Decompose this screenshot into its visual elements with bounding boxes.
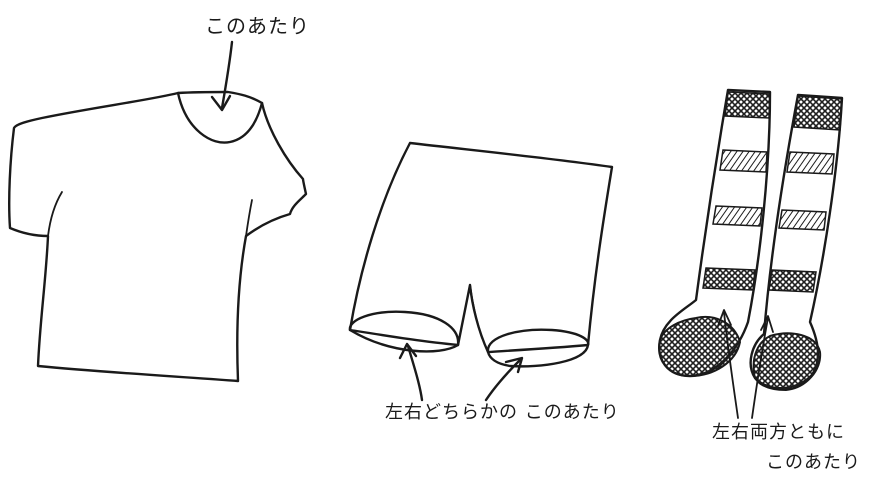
t-shirt-outline <box>8 90 308 383</box>
shorts-right-arrow <box>484 358 522 402</box>
socks-label-line-2: このあたり <box>766 452 861 473</box>
shirt-arrow <box>220 40 234 110</box>
right-sock-stripe-1 <box>793 95 843 131</box>
shorts-right-hem <box>486 328 590 368</box>
t-shirt-left-sleeve-seam <box>47 191 63 237</box>
shirt-label: このあたり <box>205 14 310 38</box>
left-sock-foot <box>658 316 742 378</box>
right-sock-stripe-3 <box>778 209 827 231</box>
shorts-right-arrowhead <box>504 356 524 374</box>
right-sock-stripe-2 <box>786 151 835 175</box>
t-shirt-collar <box>176 91 264 144</box>
shorts-crotch-line <box>469 284 483 339</box>
shorts-drawing <box>348 141 614 402</box>
shirt-arrowhead <box>210 94 232 112</box>
left-sock-stripe-1 <box>724 91 771 119</box>
shorts-left-arrowhead <box>398 342 418 360</box>
t-shirt-right-sleeve-seam <box>245 199 253 237</box>
sock-right-arrow <box>751 317 769 419</box>
sock-right-arrowhead <box>760 315 774 333</box>
sock-left-arrowhead <box>717 309 732 327</box>
left-sock-stripe-3 <box>712 205 763 227</box>
right-sock-stripe-4 <box>768 269 817 293</box>
shorts-left-arrow <box>406 344 424 402</box>
right-sock-foot <box>752 332 822 392</box>
left-sock-stripe-2 <box>719 149 768 173</box>
t-shirt-drawing <box>8 40 308 383</box>
shorts-label: 左右どちらかの このあたり <box>385 402 620 423</box>
sock-left-arrow <box>723 311 739 419</box>
shorts-outline <box>348 141 614 354</box>
socks-label-line-1: 左右両方ともに <box>712 422 845 443</box>
left-sock-stripe-4 <box>702 267 756 291</box>
striped-socks-drawing <box>658 88 844 419</box>
